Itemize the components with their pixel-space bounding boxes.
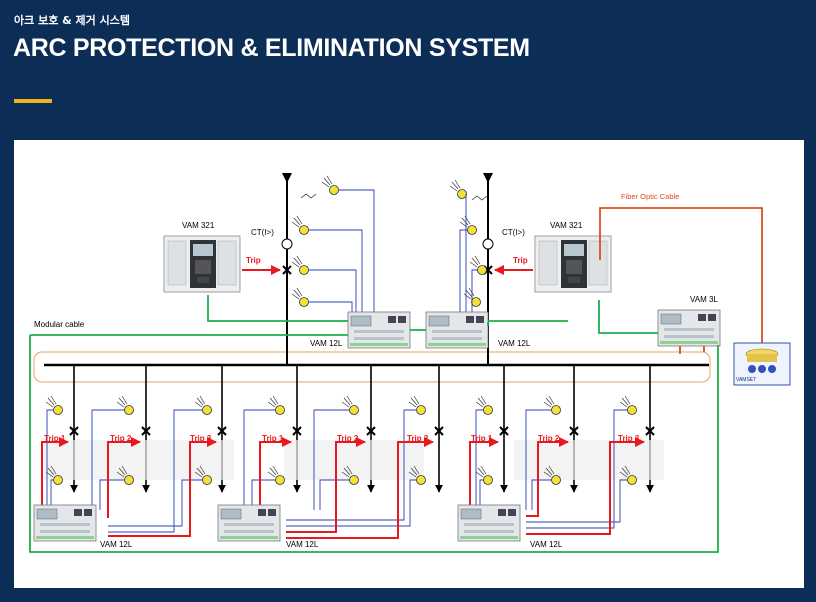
fiber-optic-label: Fiber Optic Cable (621, 192, 679, 201)
ct-left-label: CT(I>) (251, 228, 274, 237)
trip-left-label: Trip (246, 256, 261, 265)
vam12l-bottom-label: VAM 12L (530, 540, 563, 549)
fiber-optic-cable (599, 207, 763, 345)
vamset-label: VAMSET (736, 377, 756, 383)
bus-bay-outline (33, 351, 711, 383)
vam3l-module (657, 309, 721, 347)
subtitle-korean: 아크 보호 & 제거 시스템 (14, 14, 130, 27)
vam12l-top-right-label: VAM 12L (498, 339, 531, 348)
trip-label: Trip 2 (110, 434, 132, 443)
modular-cable-label: Modular cable (34, 320, 85, 329)
trip-label: Trip 2 (538, 434, 560, 443)
vam12l-top-left-label: VAM 12L (310, 339, 343, 348)
vam3l-label: VAM 3L (690, 295, 718, 304)
trip-right-label: Trip (513, 256, 528, 265)
vam12l-bottom-label: VAM 12L (100, 540, 133, 549)
trip-label: Trip 1 (262, 434, 284, 443)
trip-label: Trip 1 (471, 434, 493, 443)
trip-label: Trip 2 (337, 434, 359, 443)
page-title: ARC PROTECTION & ELIMINATION SYSTEM (13, 34, 530, 62)
vam12l-top-right (425, 311, 489, 349)
vam12l-bottom-2 (217, 504, 281, 542)
vam12l-bottom-3 (457, 504, 521, 542)
vam321-left-label: VAM 321 (182, 221, 215, 230)
vam321-left (163, 235, 241, 293)
vamset-ied: VAMSET (733, 342, 791, 386)
ct-right-icon (482, 238, 494, 250)
title-accent-bar (14, 99, 52, 103)
trip-label: Trip 1 (44, 434, 66, 443)
arc-protection-diagram: VAM 321 VAM 321 CT(I>) CT(I>) Trip Trip … (29, 173, 791, 553)
diagram-panel: VAM 321 VAM 321 CT(I>) CT(I>) Trip Trip … (14, 140, 804, 588)
vam321-right-label: VAM 321 (550, 221, 583, 230)
trip-label: Trip 3 (190, 434, 212, 443)
vam12l-bottom-1 (33, 504, 97, 542)
vam12l-bottom-label: VAM 12L (286, 540, 319, 549)
trip-label: Trip 3 (618, 434, 640, 443)
trip-label: Trip 3 (407, 434, 429, 443)
ct-left-icon (281, 238, 293, 250)
ct-right-label: CT(I>) (502, 228, 525, 237)
vam12l-top-left (347, 311, 411, 349)
modular-cable (29, 335, 719, 553)
